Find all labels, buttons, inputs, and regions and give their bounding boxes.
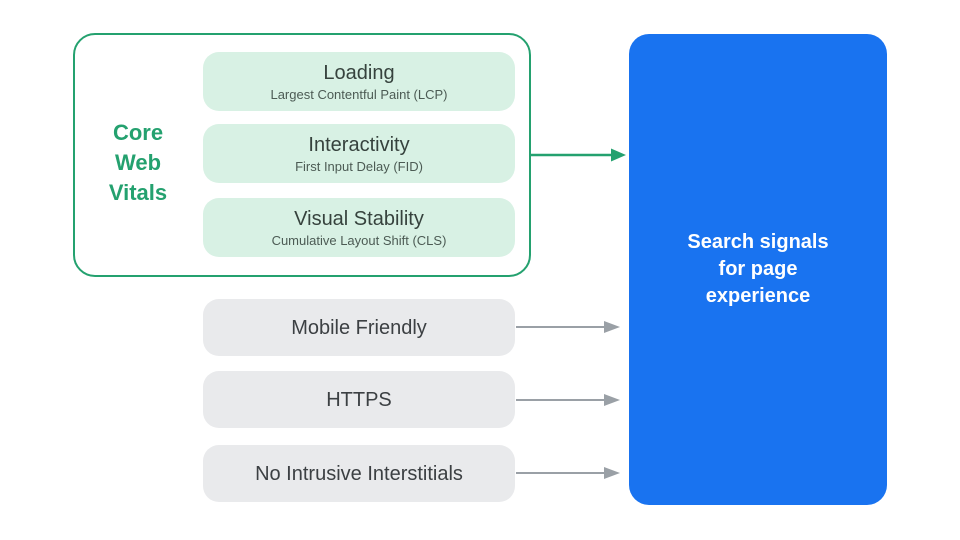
signal-pill-mobile-friendly: Mobile Friendly: [203, 299, 515, 356]
panel-label-line2: for page: [718, 258, 798, 280]
metric-title: Visual Stability: [294, 207, 424, 230]
metric-subtitle: Largest Contentful Paint (LCP): [270, 86, 448, 102]
signal-pill-https: HTTPS: [203, 371, 515, 428]
core-web-vitals-label-line1: Core: [112, 120, 164, 145]
arrow-no-intrusive-interstitials-to-panel-icon: [516, 467, 620, 479]
panel-label-line3: experience: [705, 285, 811, 307]
core-web-vitals-label-line3: Vitals: [108, 180, 168, 205]
search-signals-panel-label: Search signals for page experience: [687, 229, 828, 310]
signal-label: Mobile Friendly: [291, 316, 427, 339]
core-web-vitals-label-line2: Web: [114, 150, 162, 175]
search-signals-panel: Search signals for page experience: [629, 34, 887, 505]
arrow-core-web-vitals-to-panel-icon: [531, 148, 626, 162]
core-web-vitals-label: Core Web Vitals: [73, 118, 203, 208]
arrow-mobile-friendly-to-panel-icon: [516, 321, 620, 333]
metric-subtitle: Cumulative Layout Shift (CLS): [271, 232, 447, 248]
metric-title: Interactivity: [308, 133, 410, 156]
metric-title: Loading: [323, 61, 395, 84]
signal-pill-no-intrusive-interstitials: No Intrusive Interstitials: [203, 445, 515, 502]
metric-pill-interactivity: Interactivity First Input Delay (FID): [203, 124, 515, 183]
metric-subtitle: First Input Delay (FID): [295, 158, 423, 174]
signal-label: HTTPS: [326, 388, 392, 411]
metric-pill-visual-stability: Visual Stability Cumulative Layout Shift…: [203, 198, 515, 257]
panel-label-line1: Search signals: [687, 231, 829, 253]
signal-label: No Intrusive Interstitials: [255, 462, 463, 485]
metric-pill-loading: Loading Largest Contentful Paint (LCP): [203, 52, 515, 111]
arrow-https-to-panel-icon: [516, 394, 620, 406]
